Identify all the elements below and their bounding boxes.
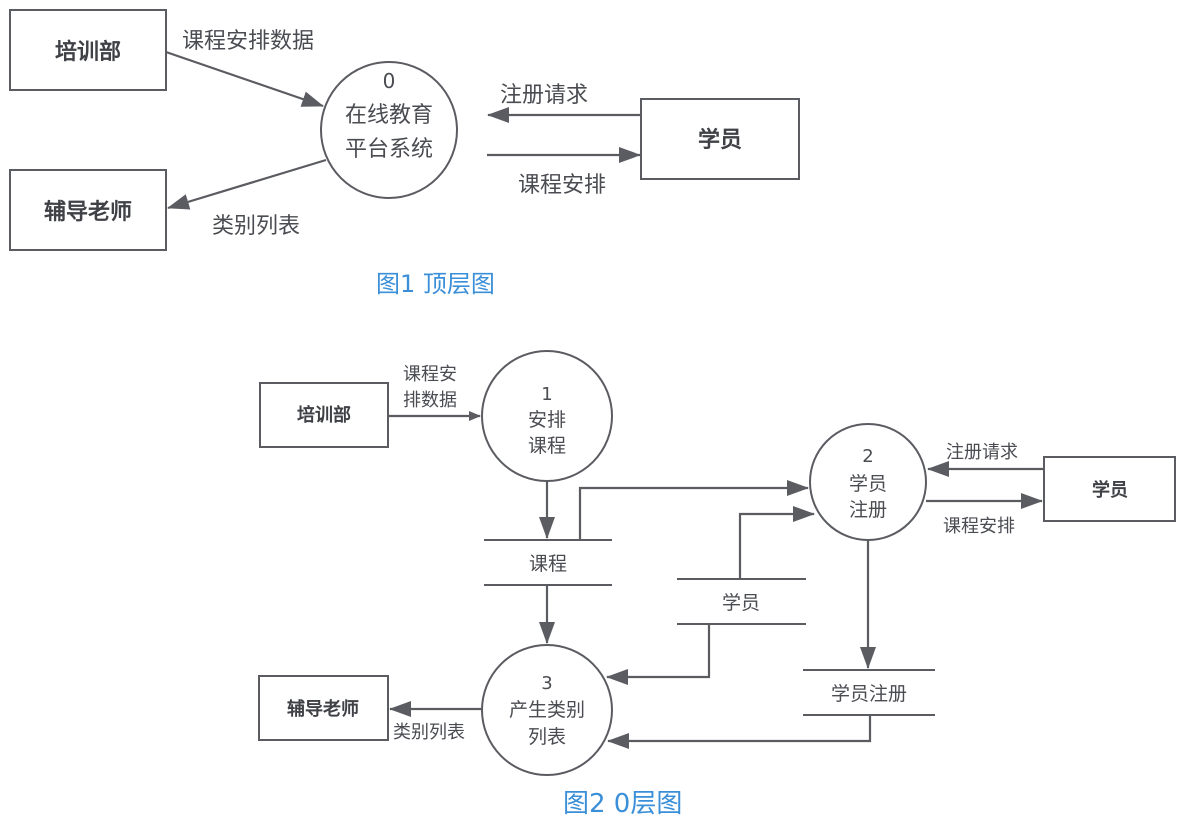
flow-label-category-list-l0: 类别列表 xyxy=(393,722,465,743)
flow-label-schedule-data-l2: 排数据 xyxy=(403,390,457,411)
top-level-diagram: 培训部 辅导老师 学员 0 在线教育 平台系统 课程安排数据 注册请求 课程安排… xyxy=(9,9,800,298)
process-name-line1: 在线教育 xyxy=(345,103,433,128)
flow-label-register-request-l0: 注册请求 xyxy=(946,442,1018,463)
caption-level0: 图2 0层图 xyxy=(563,789,682,819)
entity-label: 培训部 xyxy=(297,404,351,426)
level0-diagram: 培训部 辅导老师 学员 1 安排 课程 2 学员 注册 3 产生类别 列表 xyxy=(258,350,1176,819)
process-name-line2: 平台系统 xyxy=(345,137,433,162)
store-label: 学员 xyxy=(722,592,760,614)
entity-label: 学员 xyxy=(1092,479,1128,501)
process-number: 2 xyxy=(862,446,873,467)
process-name-line1: 安排 xyxy=(528,409,566,431)
store-label: 学员注册 xyxy=(831,683,907,705)
process-0: 0 在线教育 平台系统 xyxy=(320,61,458,199)
flow-arrow-student-to-p2 xyxy=(738,506,815,579)
flow-label-register-request: 注册请求 xyxy=(500,83,588,108)
entity-label: 培训部 xyxy=(55,39,121,65)
store-registration: 学员注册 xyxy=(803,669,935,716)
process-name-line1: 学员 xyxy=(849,473,887,495)
entity-label: 学员 xyxy=(698,127,742,153)
flow-arrow-student-to-p3 xyxy=(606,624,711,685)
entity-training-dept: 培训部 xyxy=(9,9,167,91)
caption-top-level: 图1 顶层图 xyxy=(376,270,495,298)
process-name-line2: 课程 xyxy=(528,435,566,457)
entity-tutor-l0: 辅导老师 xyxy=(258,675,389,741)
entity-student: 学员 xyxy=(640,98,800,180)
store-label: 课程 xyxy=(529,553,567,575)
entity-label: 辅导老师 xyxy=(44,199,132,225)
process-name-line2: 注册 xyxy=(849,499,887,521)
flow-arrow-category-list xyxy=(167,158,327,210)
process-3: 3 产生类别 列表 xyxy=(481,644,613,776)
flow-arrow-schedule-data xyxy=(165,50,324,108)
entity-student-l0: 学员 xyxy=(1043,456,1176,522)
process-1: 1 安排 课程 xyxy=(481,350,613,482)
process-number: 1 xyxy=(541,384,552,405)
process-2: 2 学员 注册 xyxy=(809,423,927,541)
process-name-line1: 产生类别 xyxy=(509,699,585,721)
entity-label: 辅导老师 xyxy=(287,698,359,720)
flow-label-course-schedule: 课程安排 xyxy=(518,173,606,198)
store-student: 学员 xyxy=(677,578,806,625)
process-number: 3 xyxy=(541,673,552,694)
flow-label-schedule-data-l1: 课程安 xyxy=(403,364,457,385)
store-course: 课程 xyxy=(484,539,612,586)
process-name-line2: 列表 xyxy=(528,726,566,748)
flow-arrow-course-to-p2 xyxy=(578,480,809,540)
flow-label-category-list: 类别列表 xyxy=(212,214,300,239)
entity-tutor: 辅导老师 xyxy=(9,169,167,251)
flow-label-course-schedule-l0: 课程安排 xyxy=(943,516,1015,537)
entity-training-dept-l0: 培训部 xyxy=(259,382,389,448)
flow-label-schedule-data: 课程安排数据 xyxy=(182,29,314,54)
process-number: 0 xyxy=(383,69,396,93)
flow-arrow-registration-to-p3 xyxy=(607,715,872,749)
